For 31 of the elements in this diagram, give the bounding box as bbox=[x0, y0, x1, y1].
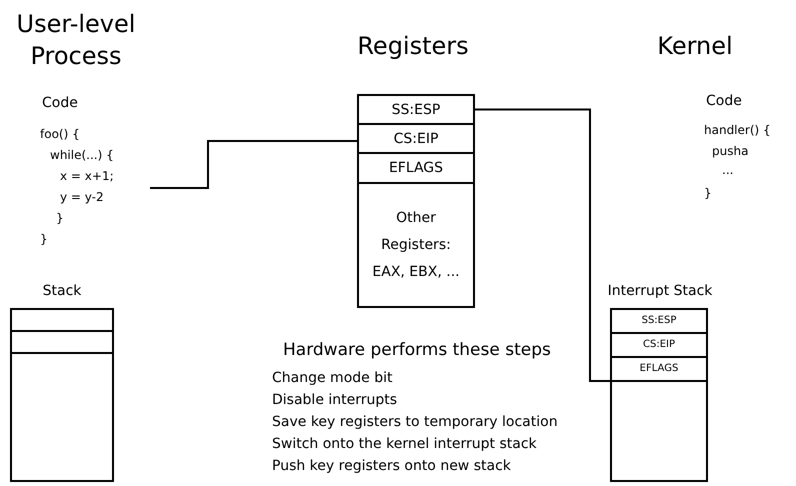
section-heading: User-level Process bbox=[16, 9, 136, 72]
code-line: ... bbox=[722, 163, 734, 177]
code-line: while(...) { bbox=[49, 147, 115, 164]
steps-heading: Hardware performs these steps bbox=[283, 340, 551, 360]
code-line: handler() { bbox=[704, 123, 771, 137]
section-heading: Kernel bbox=[656, 31, 734, 62]
stack-box bbox=[10, 308, 114, 482]
step-text: Switch onto the kernel interrupt stack bbox=[272, 436, 537, 452]
register-cell: EFLAGS bbox=[357, 152, 475, 184]
step-text: Disable interrupts bbox=[272, 392, 398, 408]
code-line: y = y-2 bbox=[59, 189, 105, 206]
code-line: foo() { bbox=[40, 126, 81, 143]
step-text: Change mode bit bbox=[272, 370, 392, 386]
connector-line bbox=[475, 108, 610, 382]
stack-box bbox=[610, 308, 708, 482]
code-heading: Code bbox=[42, 95, 78, 111]
register-cell: SS:ESP bbox=[357, 94, 475, 125]
code-line: pusha bbox=[712, 144, 748, 158]
code-line: x = x+1; bbox=[59, 168, 115, 185]
connector-line bbox=[150, 140, 357, 189]
code-line: } bbox=[40, 231, 49, 248]
step-text: Push key registers onto new stack bbox=[272, 458, 511, 474]
code-line: } bbox=[704, 186, 712, 200]
section-heading: Registers bbox=[356, 31, 470, 62]
code-line: } bbox=[55, 210, 65, 227]
code-heading: Code bbox=[706, 93, 742, 109]
register-cell: CS:EIP bbox=[357, 123, 475, 154]
stack-heading: Interrupt Stack bbox=[606, 282, 714, 301]
step-text: Save key registers to temporary location bbox=[272, 414, 558, 430]
stack-heading: Stack bbox=[42, 282, 82, 301]
register-group-cell: Other Registers: EAX, EBX, ... bbox=[357, 182, 475, 308]
